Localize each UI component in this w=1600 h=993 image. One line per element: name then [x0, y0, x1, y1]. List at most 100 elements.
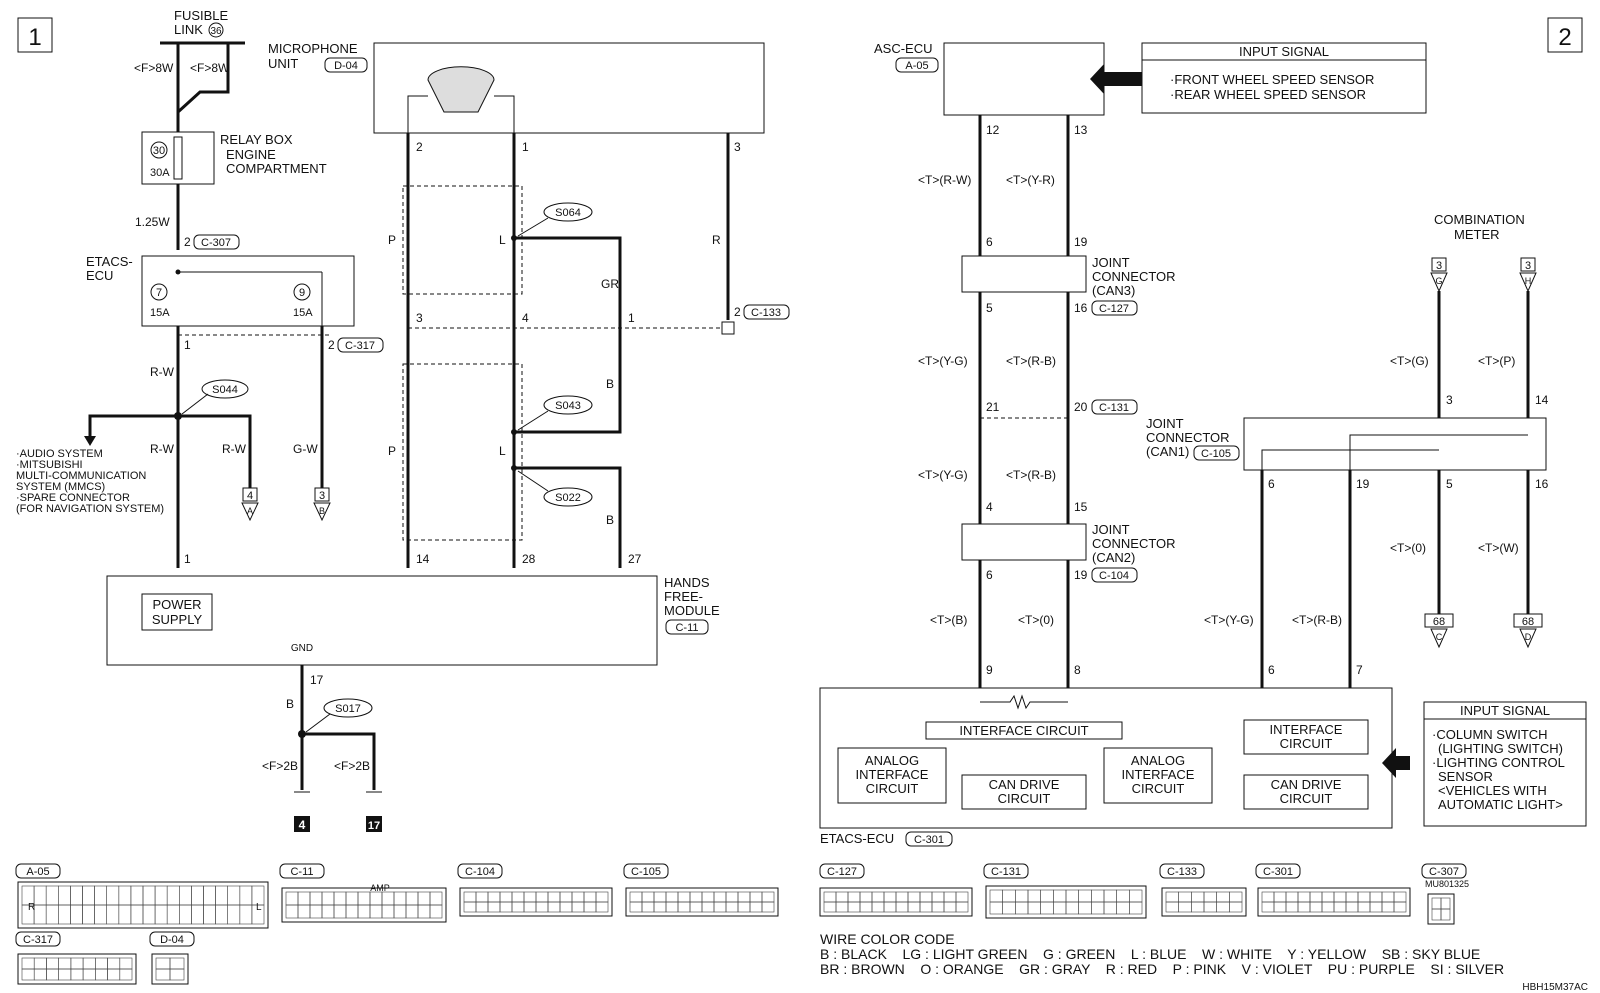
connector-c131: C-131	[1099, 402, 1129, 414]
relay-box-title: RELAY BOX	[220, 132, 293, 147]
connector-view-label-c-133: C-133	[1167, 866, 1197, 878]
relay-fuse-rating: 30A	[150, 167, 170, 179]
hfm-pin-14: 14	[416, 552, 430, 566]
mid-pin-3: 3	[416, 311, 423, 325]
mic-pin-3: 3	[734, 140, 741, 154]
wire-label-rw-3: R-W	[222, 442, 247, 456]
microphone-icon	[427, 66, 495, 113]
mic-internal-a	[407, 95, 428, 133]
splice-s043: S043	[555, 400, 581, 412]
mid-pin-2: 2	[734, 305, 741, 319]
wire-branch-audio	[88, 414, 178, 438]
conn-b-num: 3	[319, 490, 325, 502]
connector-c11-tag	[665, 619, 709, 635]
connector-c133-tag	[743, 304, 790, 320]
jc2-pin-6: 6	[986, 568, 993, 582]
fuse9-no: 9	[299, 287, 305, 299]
branch-text-1: ·AUDIO SYSTEM	[16, 448, 103, 460]
input-arrow-bottom	[1392, 756, 1410, 770]
input-signal-bottom-4: SENSOR	[1438, 769, 1493, 784]
ground-ref-4-box	[294, 816, 310, 832]
branch-arrow-icon	[84, 436, 96, 446]
conn-d-letter: D	[1525, 632, 1532, 642]
conn-g-box	[1431, 257, 1447, 272]
splice-s044-tag	[201, 379, 249, 399]
wire-label-b-2: B	[606, 513, 614, 527]
hfm-gnd: GND	[291, 643, 313, 654]
fuse9-circle	[293, 283, 311, 301]
connector-view-label-a-05: A-05	[26, 866, 49, 878]
connector-pin-cell	[595, 901, 609, 913]
jc1-pin-3: 3	[1446, 393, 1453, 407]
relay-fuse-body	[173, 136, 183, 180]
amp-label: AMP	[370, 883, 390, 893]
input-signal-bottom-6: AUTOMATIC LIGHT>	[1438, 797, 1563, 812]
connector-view-tag-d-04	[149, 931, 195, 947]
input-arrow-bottom-head	[1382, 748, 1396, 778]
jc3-title-1: JOINT	[1092, 255, 1130, 270]
jc3-pin-5: 5	[986, 301, 993, 315]
fuse7-circle	[150, 283, 168, 301]
wire-label-g: <T>(G)	[1390, 354, 1429, 368]
connector-d04-tag	[324, 57, 368, 73]
connector-view-label-c-131: C-131	[991, 866, 1021, 878]
connector-c104: C-104	[1099, 570, 1129, 582]
wire-color-code-row1: B : BLACK LG : LIGHT GREEN G : GREEN L :…	[820, 946, 1480, 962]
relay-fuse-no-circle	[150, 141, 168, 159]
connector-c301-tag	[905, 831, 953, 847]
connector-c105: C-105	[1201, 448, 1231, 460]
connector-a05-tag	[895, 57, 939, 73]
analog1-text-1: ANALOG	[865, 753, 919, 768]
asc-pin-12: 12	[986, 123, 1000, 137]
c131-pin-20: 20	[1074, 400, 1088, 414]
ground-ref-4: 4	[299, 818, 306, 832]
connector-view-tag-c-105	[623, 863, 669, 879]
joint-connector-can2	[961, 523, 1087, 561]
c133-terminal	[721, 321, 735, 335]
hfm-title-2: FREE-	[664, 589, 703, 604]
jc1-pin-16: 16	[1535, 477, 1549, 491]
connector-view-tag-c-11	[279, 863, 325, 879]
jc1-internal-a	[1261, 449, 1439, 470]
connector-pin-cell	[119, 968, 133, 981]
wire-label-b-1: B	[606, 377, 614, 391]
power-supply-text-1: POWER	[152, 597, 201, 612]
connector-view-label-c-105: C-105	[631, 866, 661, 878]
splice-s043-leader	[517, 410, 549, 431]
wire-label-l-1: L	[499, 233, 506, 247]
fusible-link-title: FUSIBLE	[174, 8, 229, 23]
connector-c317: C-317	[345, 340, 375, 352]
wire-label-b: <T>(B)	[930, 613, 967, 627]
branch-text-6: (FOR NAVIGATION SYSTEM)	[16, 503, 164, 515]
jc3-title-3: (CAN3)	[1092, 283, 1135, 298]
hfm-title-1: HANDS	[664, 575, 710, 590]
etacs-top-name-1: ETACS-	[86, 254, 133, 269]
input-signal-bottom-2: (LIGHTING SWITCH)	[1438, 741, 1563, 756]
splice-s022: S022	[555, 492, 581, 504]
etacs-pin-9: 9	[986, 663, 993, 677]
conn-a-num: 4	[247, 490, 253, 502]
connector-view-label-d-04: D-04	[160, 934, 184, 946]
connector-c301: C-301	[914, 834, 944, 846]
fusible-link-number: 36	[210, 26, 222, 37]
analog2-text-2: INTERFACE	[1122, 767, 1195, 782]
conn-a-triangle	[241, 502, 259, 522]
wire-label-rb-2: <T>(R-B)	[1006, 468, 1056, 482]
connector-pin-cell	[1229, 901, 1243, 913]
interface2-text-2: CIRCUIT	[1280, 736, 1333, 751]
etacs-junction	[175, 269, 181, 275]
hfm-pin-1: 1	[184, 552, 191, 566]
wire-branch-a	[178, 414, 252, 488]
wire-label-l-2: L	[499, 444, 506, 458]
connector-a05: A-05	[905, 60, 928, 72]
input-signal-top-title: INPUT SIGNAL	[1239, 44, 1329, 59]
page-number-1: 1	[28, 24, 41, 51]
can-drive-circuit-2	[1243, 774, 1369, 810]
conn-g-letter: G	[1435, 276, 1442, 286]
can1-text-2: CIRCUIT	[998, 791, 1051, 806]
connector-view-label-c-104: C-104	[465, 866, 495, 878]
joint-connector-can3	[961, 255, 1087, 293]
wire-label-rb-1: <T>(R-B)	[1006, 354, 1056, 368]
input-signal-top-line1: ·FRONT WHEEL SPEED SENSOR	[1170, 72, 1374, 87]
